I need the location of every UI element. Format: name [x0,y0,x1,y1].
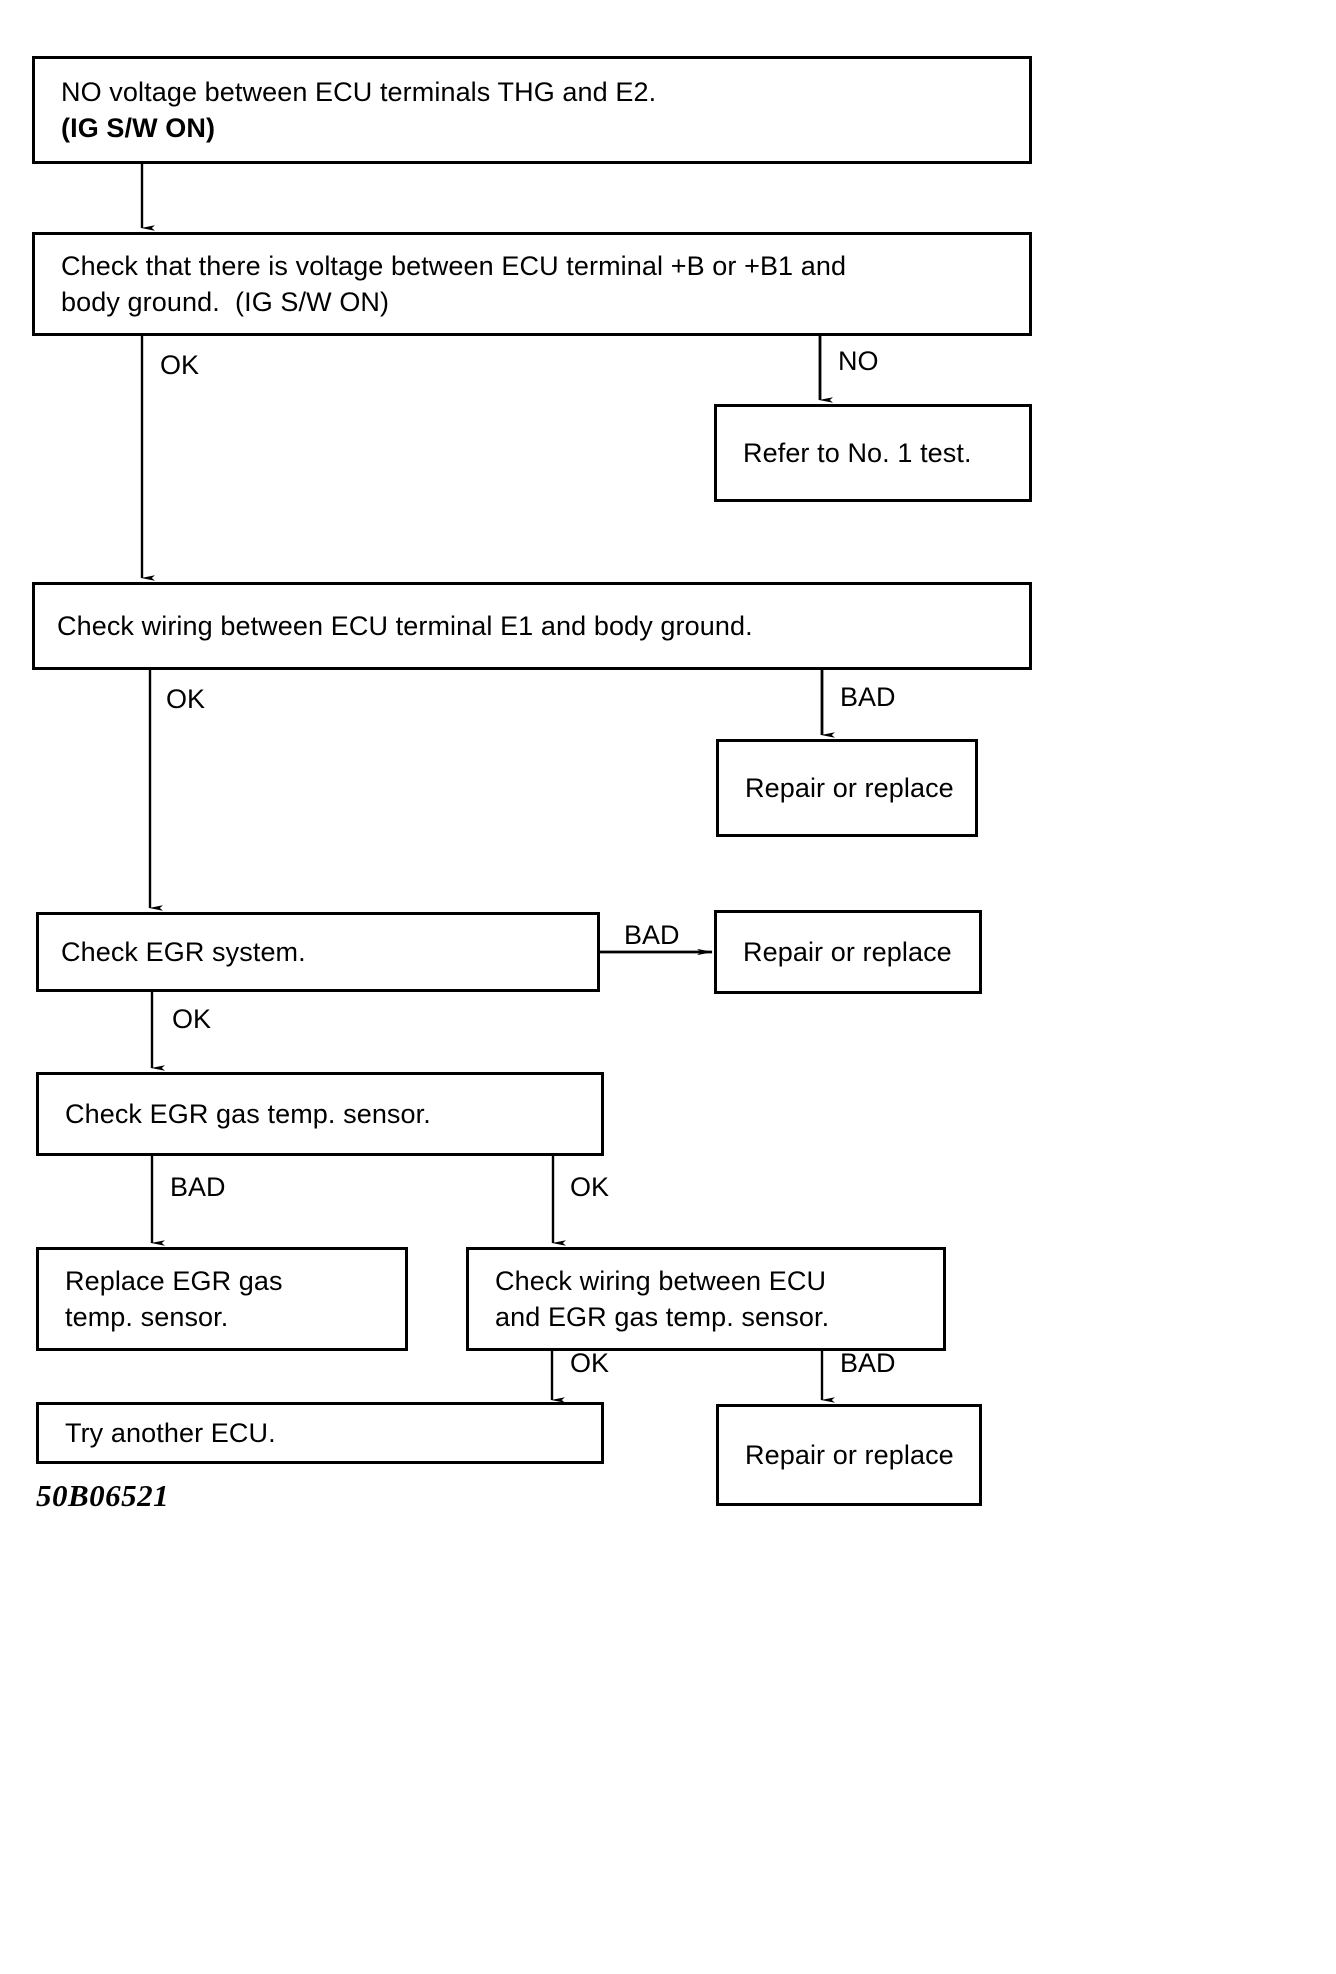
node-try-another-ecu: Try another ECU. [36,1402,604,1464]
node-line: NO voltage between ECU terminals THG and… [61,76,657,107]
node-repair-or-replace-wiring: Repair or replace [716,739,978,837]
edge-label-bad: BAD [840,1348,896,1378]
node-no-voltage-thg-e2: NO voltage between ECU terminals THG and… [32,56,1032,164]
node-repair-or-replace-egr-system: Repair or replace [714,910,982,994]
node-repair-or-replace-wiring-ecu-sensor: Repair or replace [716,1404,982,1506]
node-check-wiring-e1-body-ground: Check wiring between ECU terminal E1 and… [32,582,1032,670]
figure-caption: 50B06521 [36,1478,170,1513]
node-line: body ground. (IG S/W ON) [61,287,390,317]
node-line: (IG S/W ON) [61,113,216,143]
node-line: Check wiring between ECU [495,1265,827,1296]
node-replace-egr-gas-temp-sensor: Replace EGR gas temp. sensor. [36,1247,408,1351]
node-line: Check wiring between ECU terminal E1 and… [57,610,753,641]
edge-label-bad: BAD [170,1172,226,1202]
node-line: Check EGR system. [61,936,306,967]
edge-label-ok: OK [570,1348,610,1378]
edge-label-ok: OK [160,350,200,380]
node-line: Repair or replace [745,1439,954,1470]
node-line: Replace EGR gas [65,1265,283,1296]
node-line: and EGR gas temp. sensor. [495,1302,830,1332]
edge-label-ok: OK [570,1172,610,1202]
node-check-wiring-ecu-to-sensor: Check wiring between ECU and EGR gas tem… [466,1247,946,1351]
node-line: Check that there is voltage between ECU … [61,250,847,281]
node-check-egr-gas-temp-sensor: Check EGR gas temp. sensor. [36,1072,604,1156]
node-check-egr-system: Check EGR system. [36,912,600,992]
node-refer-to-no1-test: Refer to No. 1 test. [714,404,1032,502]
node-line: Refer to No. 1 test. [743,437,972,468]
node-line: Repair or replace [745,772,954,803]
edge-label-no: NO [838,346,879,376]
edge-label-bad: BAD [624,920,680,950]
node-line: Check EGR gas temp. sensor. [65,1098,431,1129]
edge-label-bad: BAD [840,682,896,712]
node-line: temp. sensor. [65,1302,229,1332]
edge-label-ok: OK [172,1004,212,1034]
node-line: Try another ECU. [65,1417,276,1448]
node-line: Repair or replace [743,936,952,967]
node-check-voltage-b-or-b1: Check that there is voltage between ECU … [32,232,1032,336]
edge-label-ok: OK [166,684,206,714]
